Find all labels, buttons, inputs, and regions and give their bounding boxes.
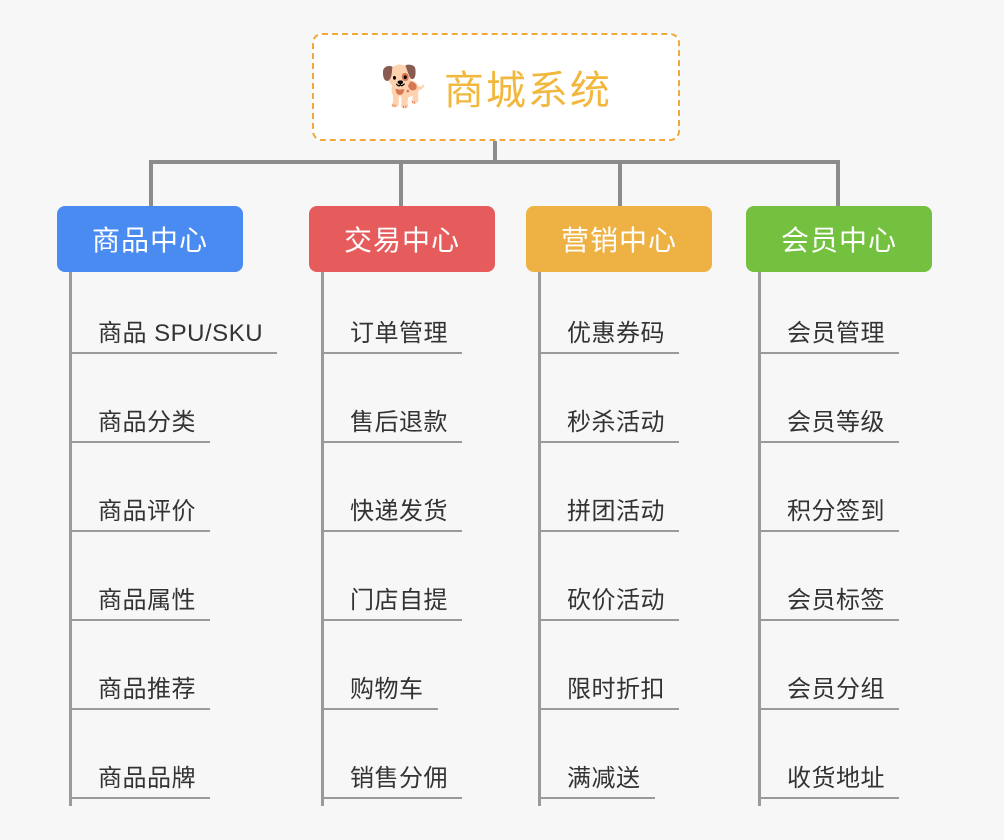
leaf-item[interactable]: 限时折扣 bbox=[541, 628, 712, 717]
leaf-list-member: 会员管理 会员等级 积分签到 会员标签 会员分组 收货地址 bbox=[758, 272, 932, 806]
leaf-label: 商品品牌 bbox=[98, 765, 196, 792]
leaf-label: 满减送 bbox=[567, 765, 641, 792]
leaf-item[interactable]: 门店自提 bbox=[324, 539, 495, 628]
leaf-item[interactable]: 拼团活动 bbox=[541, 450, 712, 539]
branch-header-label: 营销中心 bbox=[560, 225, 677, 256]
leaf-item[interactable]: 商品 SPU/SKU bbox=[72, 272, 278, 361]
leaf-label: 购物车 bbox=[350, 676, 424, 703]
leaf-label: 收货地址 bbox=[787, 765, 885, 792]
leaf-item[interactable]: 商品品牌 bbox=[72, 717, 277, 806]
leaf-label: 商品评价 bbox=[98, 498, 196, 525]
branch-header-member[interactable]: 会员中心 bbox=[746, 206, 932, 272]
branch-column-trade: 交易中心 订单管理 售后退款 快递发货 门店自提 购物车 销售分佣 bbox=[309, 206, 495, 806]
connector-drop-0 bbox=[149, 160, 153, 206]
leaf-label: 会员管理 bbox=[787, 320, 885, 347]
leaf-label: 会员等级 bbox=[787, 409, 885, 436]
shiba-inu-dog-face-icon: 🐕 bbox=[380, 65, 430, 109]
branch-column-member: 会员中心 会员管理 会员等级 积分签到 会员标签 会员分组 收货地址 bbox=[746, 206, 932, 806]
branch-header-marketing[interactable]: 营销中心 bbox=[526, 206, 712, 272]
root-title: 商城系统 bbox=[443, 69, 612, 113]
branch-header-trade[interactable]: 交易中心 bbox=[309, 206, 495, 272]
branch-column-product: 商品中心 商品 SPU/SKU 商品分类 商品评价 商品属性 商品推荐 商品品牌 bbox=[57, 206, 278, 806]
leaf-item[interactable]: 收货地址 bbox=[761, 717, 932, 806]
leaf-label: 秒杀活动 bbox=[567, 409, 665, 436]
branch-header-label: 会员中心 bbox=[780, 225, 897, 256]
leaf-label: 优惠券码 bbox=[567, 320, 665, 347]
leaf-label: 会员标签 bbox=[787, 587, 885, 614]
leaf-item[interactable]: 购物车 bbox=[324, 628, 495, 717]
leaf-item[interactable]: 优惠券码 bbox=[541, 272, 712, 361]
leaf-item[interactable]: 砍价活动 bbox=[541, 539, 712, 628]
leaf-label: 销售分佣 bbox=[350, 765, 448, 792]
connector-horizontal-bus bbox=[149, 160, 839, 164]
leaf-label: 订单管理 bbox=[350, 320, 448, 347]
leaf-label: 商品 SPU/SKU bbox=[98, 320, 264, 347]
leaf-item[interactable]: 积分签到 bbox=[761, 450, 932, 539]
leaf-item[interactable]: 售后退款 bbox=[324, 361, 495, 450]
leaf-list-marketing: 优惠券码 秒杀活动 拼团活动 砍价活动 限时折扣 满减送 bbox=[538, 272, 712, 806]
leaf-item[interactable]: 会员管理 bbox=[761, 272, 932, 361]
root-node[interactable]: 🐕 商城系统 bbox=[312, 33, 680, 141]
leaf-label: 售后退款 bbox=[350, 409, 448, 436]
leaf-item[interactable]: 商品评价 bbox=[72, 450, 277, 539]
leaf-item[interactable]: 销售分佣 bbox=[324, 717, 495, 806]
leaf-label: 砍价活动 bbox=[567, 587, 665, 614]
connector-drop-1 bbox=[399, 160, 403, 206]
leaf-label: 会员分组 bbox=[787, 676, 885, 703]
leaf-item[interactable]: 满减送 bbox=[541, 717, 712, 806]
leaf-label: 限时折扣 bbox=[567, 676, 665, 703]
leaf-item[interactable]: 会员分组 bbox=[761, 628, 932, 717]
leaf-item[interactable]: 商品属性 bbox=[72, 539, 277, 628]
leaf-label: 快递发货 bbox=[350, 498, 448, 525]
leaf-label: 拼团活动 bbox=[567, 498, 665, 525]
leaf-item[interactable]: 商品分类 bbox=[72, 361, 277, 450]
leaf-label: 商品推荐 bbox=[98, 676, 196, 703]
branch-column-marketing: 营销中心 优惠券码 秒杀活动 拼团活动 砍价活动 限时折扣 满减送 bbox=[526, 206, 712, 806]
branch-header-product[interactable]: 商品中心 bbox=[57, 206, 243, 272]
leaf-list-product: 商品 SPU/SKU 商品分类 商品评价 商品属性 商品推荐 商品品牌 bbox=[69, 272, 278, 806]
leaf-label: 积分签到 bbox=[787, 498, 885, 525]
connector-root-stem bbox=[493, 141, 497, 163]
leaf-label: 门店自提 bbox=[350, 587, 448, 614]
leaf-item[interactable]: 商品推荐 bbox=[72, 628, 277, 717]
leaf-item[interactable]: 订单管理 bbox=[324, 272, 495, 361]
connector-drop-3 bbox=[836, 160, 840, 206]
leaf-list-trade: 订单管理 售后退款 快递发货 门店自提 购物车 销售分佣 bbox=[321, 272, 495, 806]
leaf-item[interactable]: 会员标签 bbox=[761, 539, 932, 628]
leaf-label: 商品属性 bbox=[98, 587, 196, 614]
leaf-item[interactable]: 会员等级 bbox=[761, 361, 932, 450]
leaf-label: 商品分类 bbox=[98, 409, 196, 436]
branch-header-label: 交易中心 bbox=[343, 225, 460, 256]
connector-drop-2 bbox=[618, 160, 622, 206]
branch-header-label: 商品中心 bbox=[91, 225, 208, 256]
leaf-item[interactable]: 快递发货 bbox=[324, 450, 495, 539]
leaf-item[interactable]: 秒杀活动 bbox=[541, 361, 712, 450]
